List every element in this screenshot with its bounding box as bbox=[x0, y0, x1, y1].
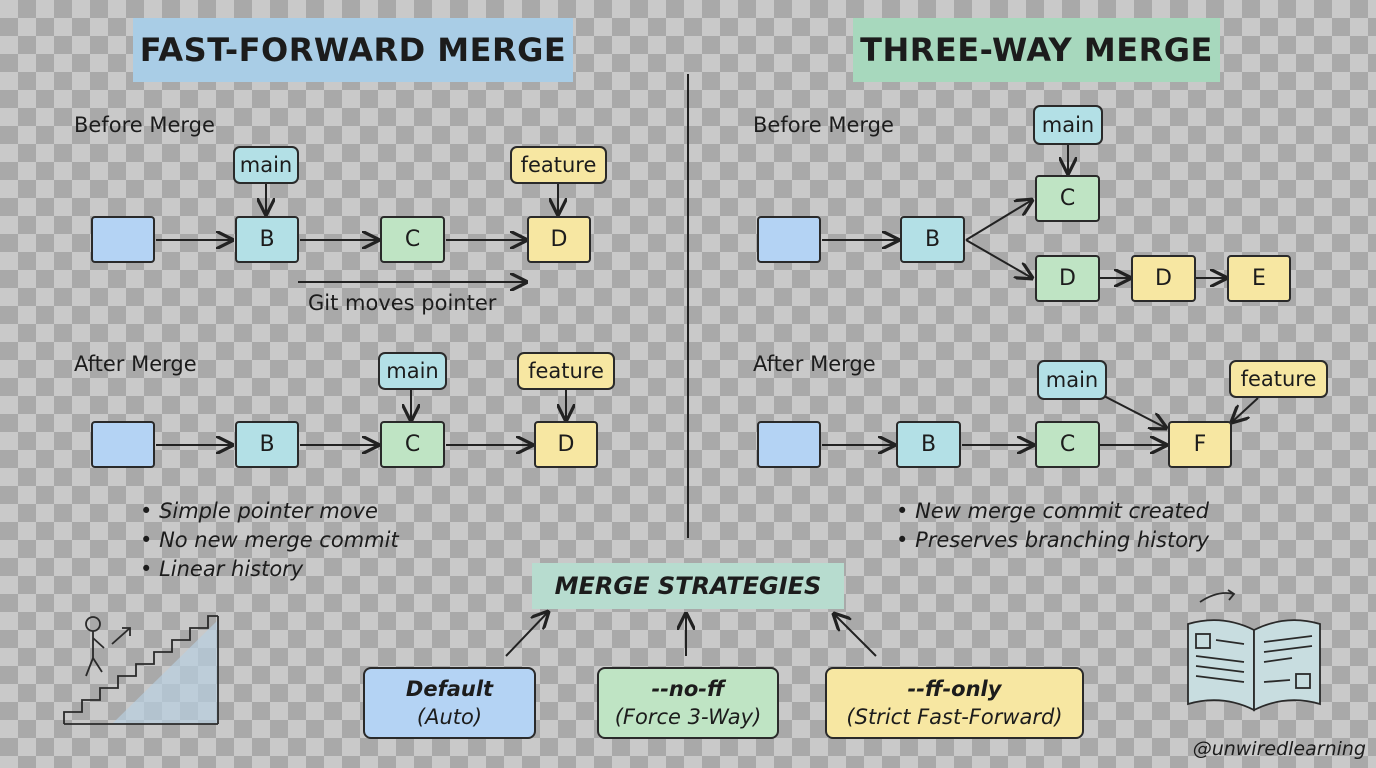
tw-after-label: After Merge bbox=[753, 352, 876, 376]
ff-before-commit-root bbox=[91, 216, 155, 263]
tw-after-merge-commit-f: F bbox=[1168, 421, 1232, 468]
strategy-default-key: Default bbox=[405, 677, 494, 701]
ff-bullets: Simple pointer move No new merge commit … bbox=[140, 497, 399, 584]
strategy-ff-only-desc: (Strict Fast-Forward) bbox=[846, 705, 1063, 729]
open-book-icon bbox=[1187, 589, 1321, 712]
strategy-default-box: Default (Auto) bbox=[363, 667, 536, 739]
ff-after-commit-root bbox=[91, 421, 155, 468]
strategy-default-desc: (Auto) bbox=[416, 705, 483, 729]
strategy-ff-only-key: --ff-only bbox=[907, 677, 1002, 701]
three-way-title: THREE-WAY MERGE bbox=[853, 18, 1220, 82]
ff-bullet: Linear history bbox=[140, 555, 399, 584]
tw-before-label: Before Merge bbox=[753, 113, 894, 137]
tw-after-feature-tag: feature bbox=[1229, 360, 1328, 398]
ff-after-feature-tag: feature bbox=[517, 352, 615, 390]
ff-before-main-tag: main bbox=[233, 146, 299, 184]
tw-after-commit-c: C bbox=[1035, 421, 1100, 468]
ff-before-label: Before Merge bbox=[74, 113, 215, 137]
ff-after-commit-d: D bbox=[534, 421, 598, 468]
strategy-ff-only-box: --ff-only (Strict Fast-Forward) bbox=[825, 667, 1084, 739]
author-credit: @unwiredlearning bbox=[1192, 738, 1366, 760]
merge-strategies-title: MERGE STRATEGIES bbox=[532, 563, 844, 609]
strategy-no-ff-desc: (Force 3-Way) bbox=[614, 705, 762, 729]
stairs-climber-icon bbox=[63, 615, 219, 725]
strategy-no-ff-key: --no-ff bbox=[651, 677, 725, 701]
tw-before-commit-e: E bbox=[1227, 255, 1291, 302]
tw-before-commit-d2: D bbox=[1131, 255, 1196, 302]
ff-after-commit-c: C bbox=[380, 421, 445, 468]
tw-before-main-tag: main bbox=[1033, 105, 1103, 145]
ff-bullet: No new merge commit bbox=[140, 526, 399, 555]
tw-before-commit-c: C bbox=[1035, 175, 1100, 222]
strategy-no-ff-box: --no-ff (Force 3-Way) bbox=[597, 667, 779, 739]
tw-before-commit-d1: D bbox=[1035, 255, 1100, 302]
tw-after-main-tag: main bbox=[1037, 360, 1107, 400]
fast-forward-title: FAST-FORWARD MERGE bbox=[133, 18, 573, 82]
ff-before-commit-c: C bbox=[380, 216, 445, 263]
tw-before-commit-b: B bbox=[900, 216, 965, 263]
ff-after-commit-b: B bbox=[235, 421, 299, 468]
tw-bullet: New merge commit created bbox=[896, 497, 1209, 526]
ff-after-main-tag: main bbox=[378, 352, 447, 390]
ff-bullet: Simple pointer move bbox=[140, 497, 399, 526]
tw-after-commit-root bbox=[757, 421, 821, 468]
ff-before-commit-d: D bbox=[527, 216, 591, 263]
tw-before-commit-root bbox=[757, 216, 821, 263]
tw-after-commit-b: B bbox=[896, 421, 961, 468]
ff-before-feature-tag: feature bbox=[510, 146, 607, 184]
ff-after-label: After Merge bbox=[74, 352, 197, 376]
tw-bullet: Preserves branching history bbox=[896, 526, 1209, 555]
ff-before-commit-b: B bbox=[235, 216, 299, 263]
ff-pointer-note: Git moves pointer bbox=[308, 291, 497, 315]
tw-bullets: New merge commit created Preserves branc… bbox=[896, 497, 1209, 555]
